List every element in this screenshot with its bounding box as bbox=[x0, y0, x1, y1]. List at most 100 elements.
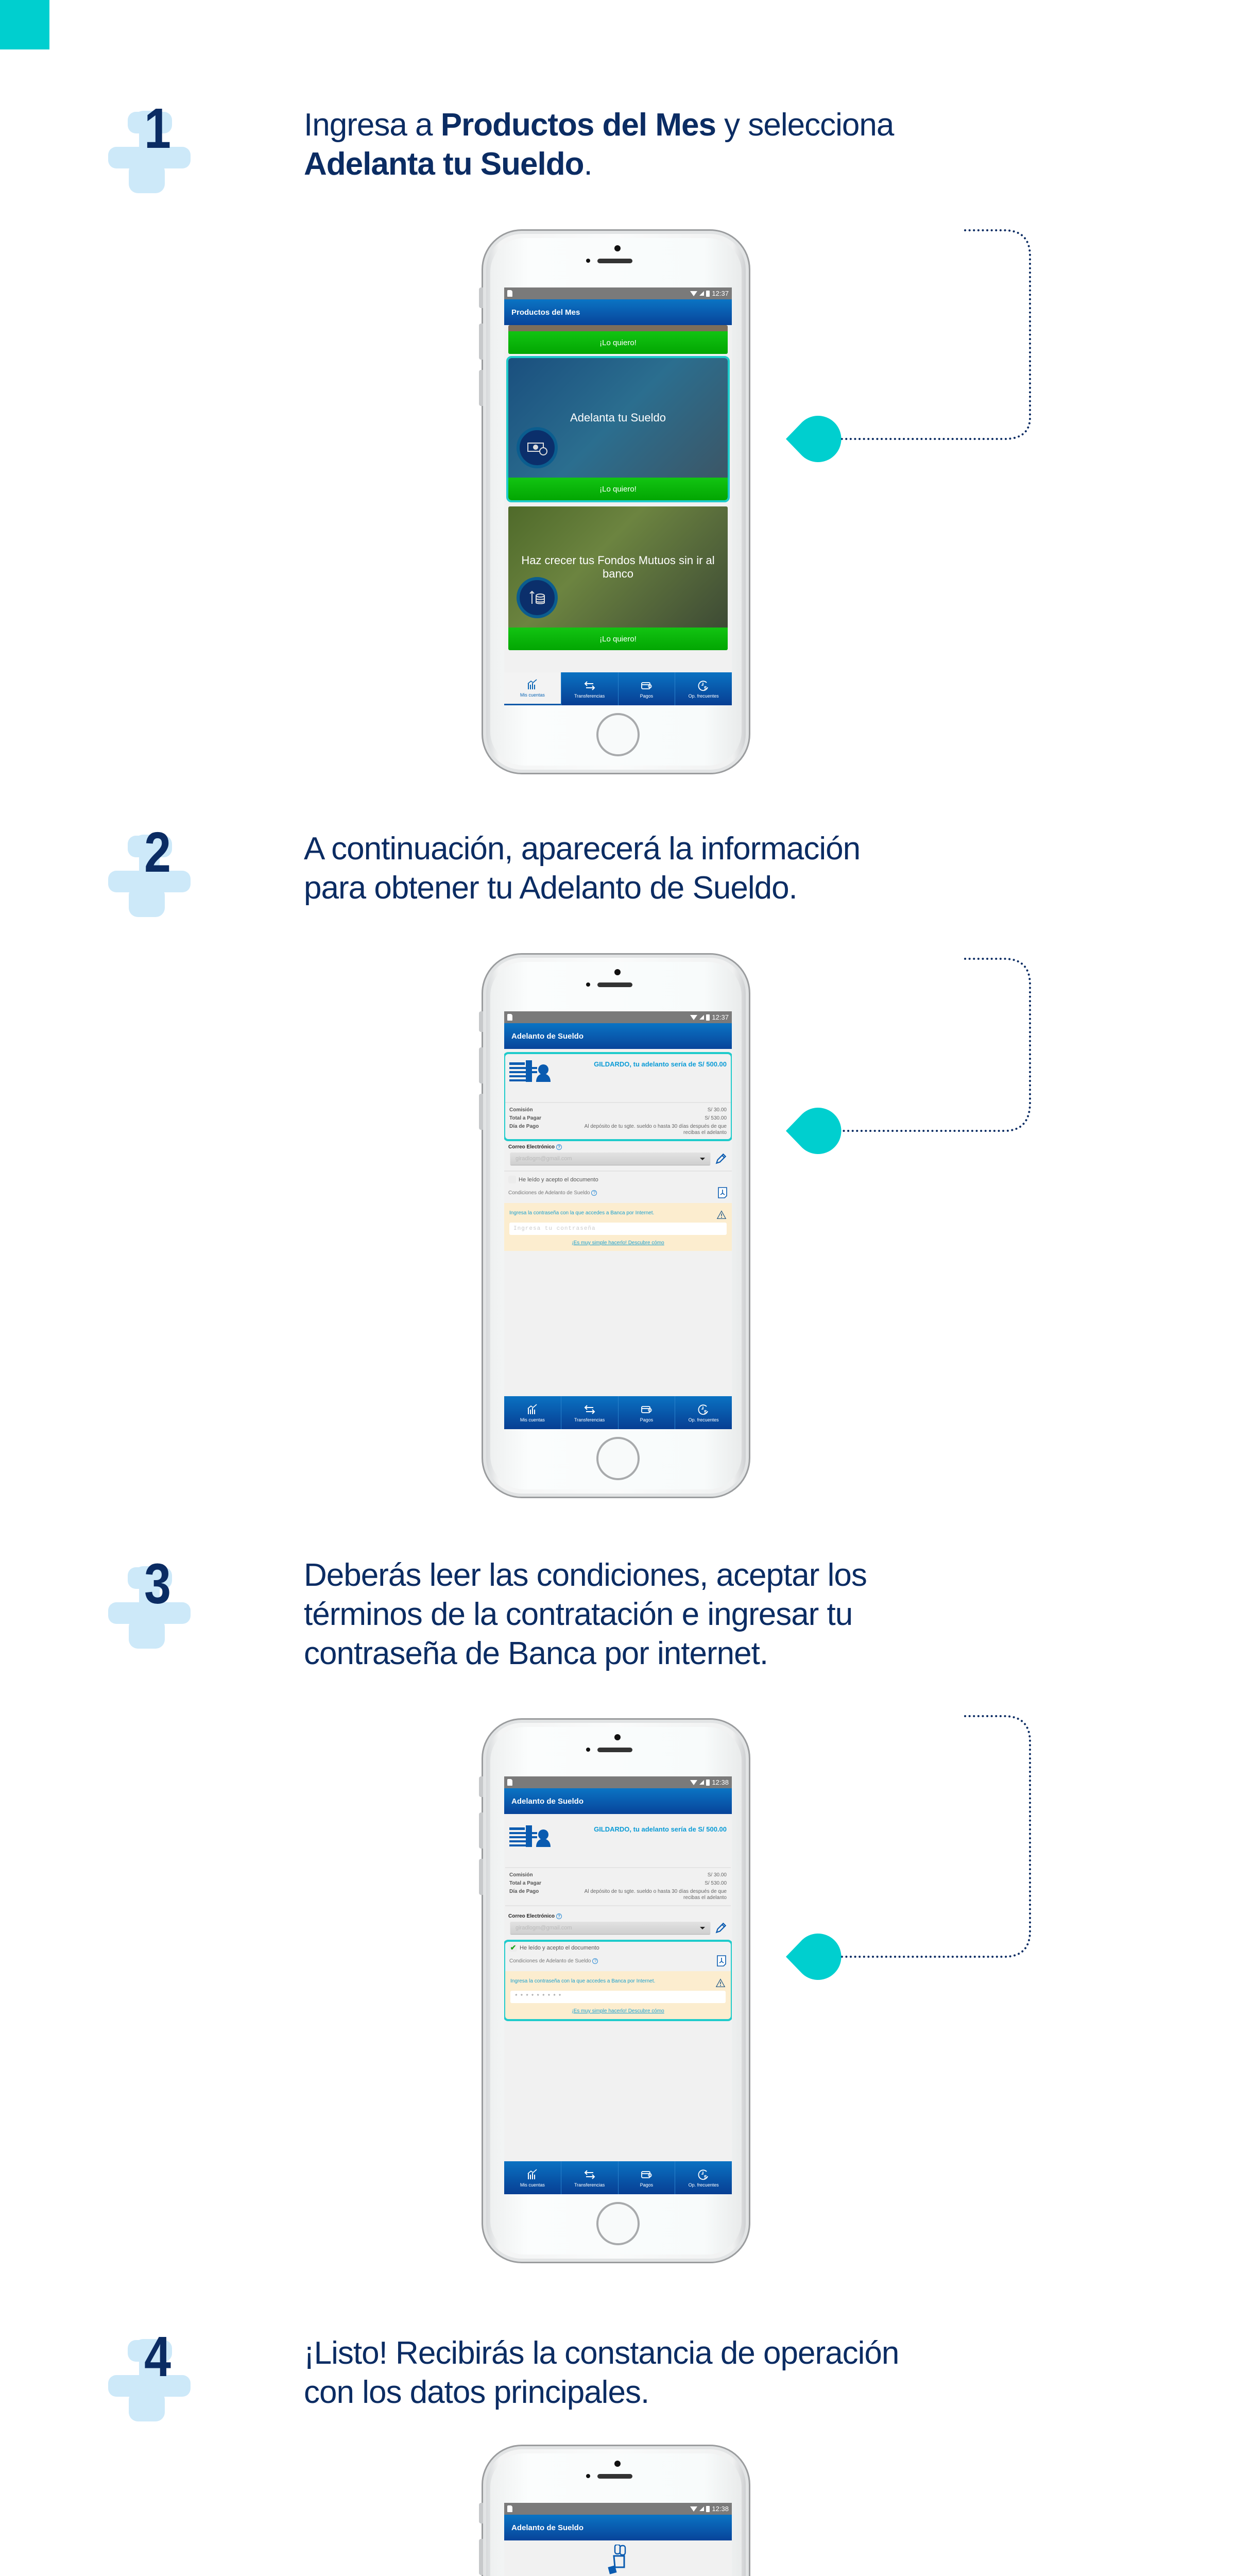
sd-card-icon bbox=[507, 1014, 512, 1021]
lo-quiero-button[interactable]: ¡Lo quiero! bbox=[508, 331, 728, 354]
step-number: 4 bbox=[144, 2325, 171, 2388]
highlight-adelanta-tu-sueldo: Adelanta tu Sueldo bbox=[304, 146, 584, 182]
battery-icon bbox=[706, 2505, 710, 2512]
edit-pencil-icon[interactable] bbox=[714, 1152, 728, 1165]
conditions-label: Condiciones de Adelanto de Sueldo? bbox=[509, 1958, 598, 1964]
highlight-productos-del-mes: Productos del Mes bbox=[440, 107, 716, 143]
promo-card-fondos-mutuos[interactable]: Haz crecer tus Fondos Mutuos sin ir al b… bbox=[508, 506, 728, 650]
email-select[interactable]: giradlogm@gmail.com bbox=[510, 1922, 710, 1934]
status-bar: 12:38 bbox=[504, 2503, 732, 2515]
battery-icon bbox=[706, 1014, 710, 1021]
help-icon[interactable]: ? bbox=[556, 1913, 562, 1919]
phone-screen: 12:37 Productos del Mes ¡Lo quiero! Adel… bbox=[504, 287, 732, 705]
promo-title: Haz crecer tus Fondos Mutuos sin ir al b… bbox=[521, 553, 715, 580]
promo-title: Adelanta tu Sueldo bbox=[570, 411, 666, 424]
accept-checkbox-checked[interactable]: ✔ bbox=[509, 1943, 517, 1952]
accounts-chart-icon bbox=[526, 2168, 539, 2181]
sd-card-icon bbox=[507, 290, 512, 297]
step-4-instruction: ¡Listo! Recibirás la constancia de opera… bbox=[304, 2335, 899, 2410]
app-title: Adelanto de Sueldo bbox=[504, 1788, 732, 1814]
tab-mis-cuentas[interactable]: Mis cuentas bbox=[504, 2161, 561, 2194]
warning-icon bbox=[716, 1210, 727, 1219]
tab-transferencias[interactable]: Transferencias bbox=[560, 672, 618, 705]
help-icon[interactable]: ? bbox=[592, 1958, 598, 1964]
money-clock-icon bbox=[517, 427, 558, 468]
step-number: 1 bbox=[144, 97, 171, 160]
payment-card-icon bbox=[640, 2168, 653, 2181]
step-number-badge: 1 bbox=[103, 100, 258, 204]
step-number-badge: 2 bbox=[103, 824, 258, 927]
app-title: Adelanto de Sueldo bbox=[504, 2515, 732, 2540]
email-select[interactable]: giradlogm@gmail.com bbox=[510, 1153, 710, 1165]
offer-summary: GILDARDO, tu adelanto sería de S/ 500.00 bbox=[505, 1054, 731, 1099]
password-input[interactable]: Ingresa tu contraseña bbox=[509, 1223, 727, 1235]
hand-money-icon bbox=[608, 2545, 628, 2575]
promo-card[interactable]: ¡Lo quiero! bbox=[508, 325, 728, 354]
warning-text: Ingresa la contraseña con la que accedes… bbox=[510, 1978, 656, 1984]
help-icon[interactable]: ? bbox=[591, 1190, 597, 1196]
tab-pagos[interactable]: Pagos bbox=[617, 672, 675, 705]
acceptance-highlight: ✔He leído y acepto el documento Condicio… bbox=[504, 1940, 732, 2021]
lo-quiero-button[interactable]: ¡Lo quiero! bbox=[508, 628, 728, 650]
offer-title: GILDARDO, tu adelanto sería de S/ 500.00 bbox=[594, 1825, 727, 1833]
step-number: 2 bbox=[144, 821, 171, 884]
help-link[interactable]: ¡Es muy simple hacerlo! Descubre cómo bbox=[572, 2008, 664, 2014]
step-4-header: 4 ¡Listo! Recibirás la constancia de ope… bbox=[103, 2329, 978, 2432]
tab-pagos[interactable]: Pagos bbox=[617, 1396, 675, 1429]
step-1-instruction: Ingresa a Productos del Mes y selecciona… bbox=[304, 107, 894, 182]
battery-icon bbox=[706, 290, 710, 297]
payment-card-icon bbox=[640, 680, 653, 692]
clients-icon bbox=[509, 1825, 556, 1849]
password-input[interactable]: ********* bbox=[510, 1991, 726, 2003]
offer-title: GILDARDO, tu adelanto sería de S/ 500.00 bbox=[594, 1060, 727, 1068]
transfer-arrows-icon bbox=[583, 680, 596, 692]
coins-growth-icon bbox=[517, 577, 558, 618]
tab-op-frecuentes[interactable]: Op. frecuentes bbox=[675, 1396, 732, 1429]
pdf-document-icon[interactable] bbox=[717, 1187, 728, 1199]
wifi-icon bbox=[690, 2506, 698, 2512]
app-title: Adelanto de Sueldo bbox=[504, 1023, 732, 1049]
speaker-icon bbox=[597, 982, 632, 987]
tab-transferencias[interactable]: Transferencias bbox=[560, 2161, 618, 2194]
connector-arrow-icon bbox=[786, 229, 1031, 462]
signal-icon bbox=[699, 2506, 705, 2511]
home-button[interactable] bbox=[596, 713, 640, 756]
offer-summary: GILDARDO, tu adelanto sería de S/ 500.00 bbox=[505, 1819, 731, 1864]
phone-mockup: 12:37 Adelanto de Sueldo GILDARDO, tu ad… bbox=[479, 953, 750, 1498]
step-number: 3 bbox=[144, 1552, 171, 1616]
chevron-down-icon bbox=[700, 1926, 705, 1929]
status-time: 12:38 bbox=[712, 2505, 729, 2513]
phone-mockup: 12:37 Productos del Mes ¡Lo quiero! Adel… bbox=[479, 229, 750, 774]
payment-card-icon bbox=[640, 1403, 653, 1416]
checkbox-label: He leído y acepto el documento bbox=[520, 1944, 599, 1951]
promo-card-adelanta-sueldo[interactable]: Adelanta tu Sueldo ¡Lo quiero! bbox=[506, 356, 730, 502]
home-button[interactable] bbox=[596, 1437, 640, 1480]
tab-mis-cuentas[interactable]: Mis cuentas bbox=[504, 1396, 561, 1429]
accept-checkbox[interactable] bbox=[508, 1176, 516, 1183]
tab-op-frecuentes[interactable]: Op. frecuentes bbox=[675, 2161, 732, 2194]
camera-icon bbox=[614, 2461, 621, 2467]
conditions-label: Condiciones de Adelanto de Sueldo? bbox=[508, 1190, 597, 1196]
help-icon[interactable]: ? bbox=[556, 1144, 562, 1150]
pdf-document-icon[interactable] bbox=[716, 1955, 727, 1967]
help-link[interactable]: ¡Es muy simple hacerlo! Descubre cómo bbox=[572, 1240, 664, 1246]
tab-pagos[interactable]: Pagos bbox=[617, 2161, 675, 2194]
chevron-down-icon bbox=[700, 1157, 705, 1160]
tab-mis-cuentas[interactable]: Mis cuentas bbox=[504, 672, 561, 705]
email-label: Correo Electrónico? bbox=[504, 1911, 732, 1921]
connector-arrow-icon bbox=[786, 958, 1031, 1154]
connector-arrow-icon bbox=[786, 1715, 1031, 1980]
edit-pencil-icon[interactable] bbox=[714, 1921, 728, 1935]
corner-accent-top bbox=[0, 0, 49, 49]
tab-transferencias[interactable]: Transferencias bbox=[560, 1396, 618, 1429]
password-section: Ingresa la contraseña con la que accedes… bbox=[504, 1203, 732, 1251]
tab-op-frecuentes[interactable]: Op. frecuentes bbox=[675, 672, 732, 705]
offer-summary-highlight: GILDARDO, tu adelanto sería de S/ 500.00… bbox=[504, 1052, 732, 1141]
transfer-arrows-icon bbox=[583, 1403, 596, 1416]
status-time: 12:37 bbox=[712, 290, 729, 297]
home-button[interactable] bbox=[596, 2202, 640, 2245]
battery-icon bbox=[706, 1779, 710, 1786]
lo-quiero-button[interactable]: ¡Lo quiero! bbox=[508, 478, 728, 500]
